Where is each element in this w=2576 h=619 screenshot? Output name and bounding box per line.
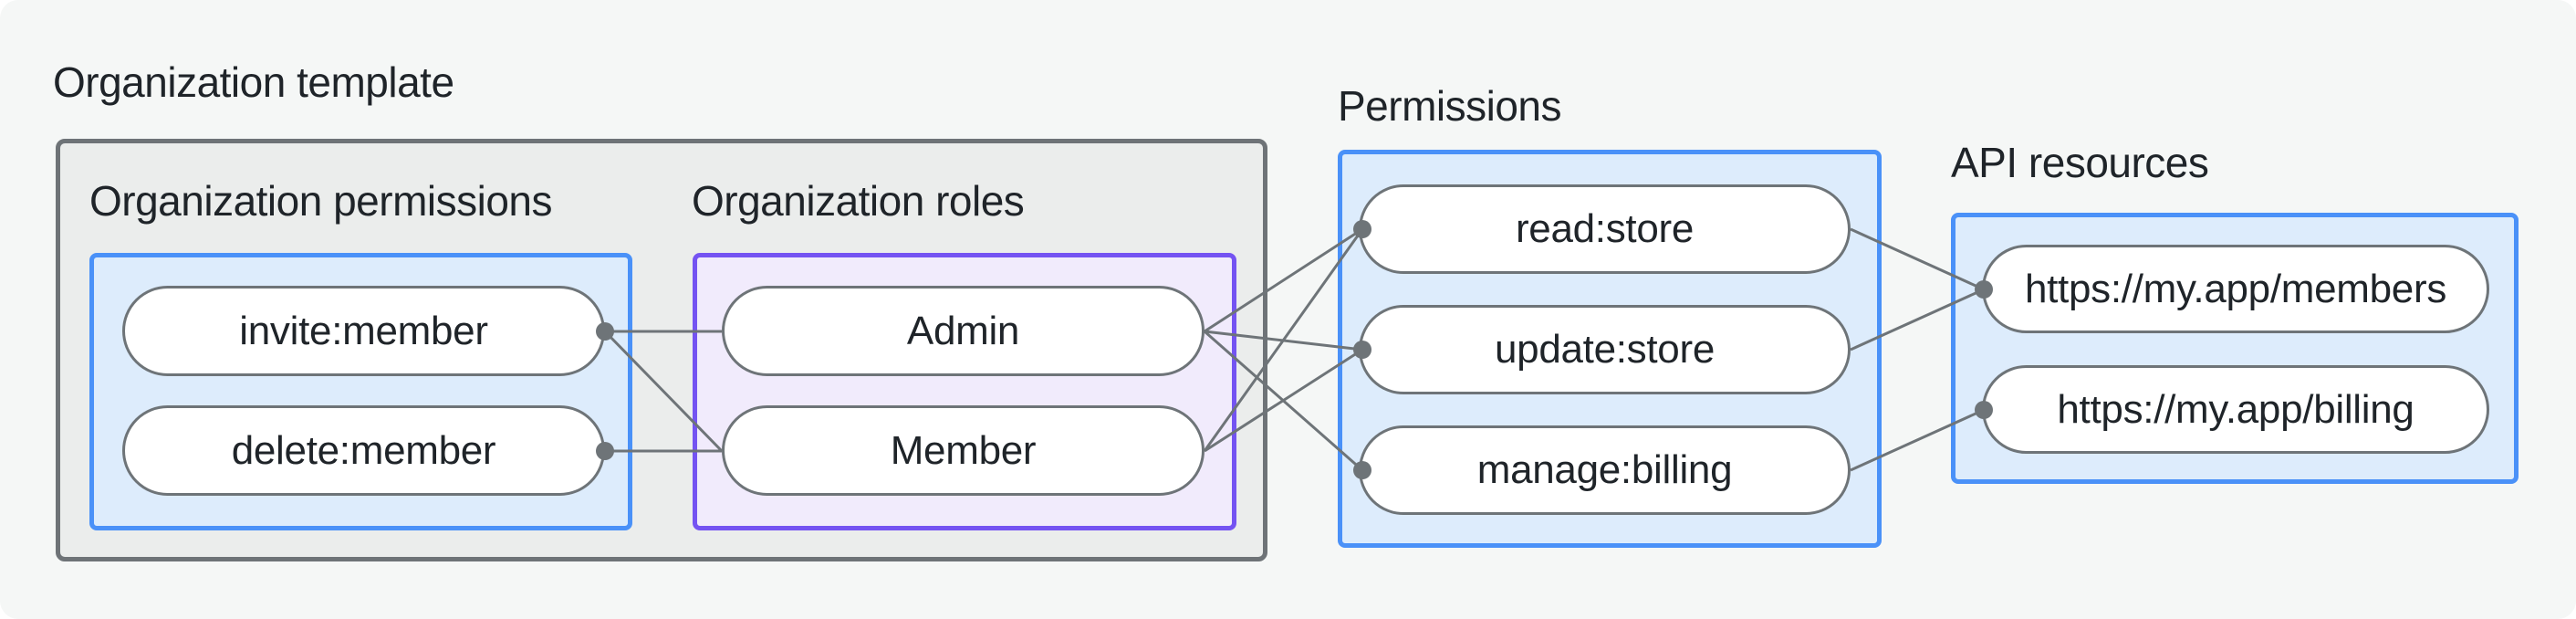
node-member: Member <box>722 405 1205 496</box>
node-delete-member: delete:member <box>122 405 605 496</box>
org-permissions-title: Organization permissions <box>89 177 553 225</box>
org-roles-title: Organization roles <box>692 177 1025 225</box>
node-billing-url: https://my.app/billing <box>1982 365 2489 454</box>
org-template-title: Organization template <box>53 58 454 106</box>
node-read-store: read:store <box>1359 184 1851 274</box>
node-admin: Admin <box>722 286 1205 376</box>
node-members-url: https://my.app/members <box>1982 245 2489 333</box>
node-update-store: update:store <box>1359 305 1851 394</box>
permissions-title: Permissions <box>1338 82 1562 130</box>
node-invite-member: invite:member <box>122 286 605 376</box>
api-resources-title: API resources <box>1951 139 2209 186</box>
node-manage-billing: manage:billing <box>1359 425 1851 515</box>
